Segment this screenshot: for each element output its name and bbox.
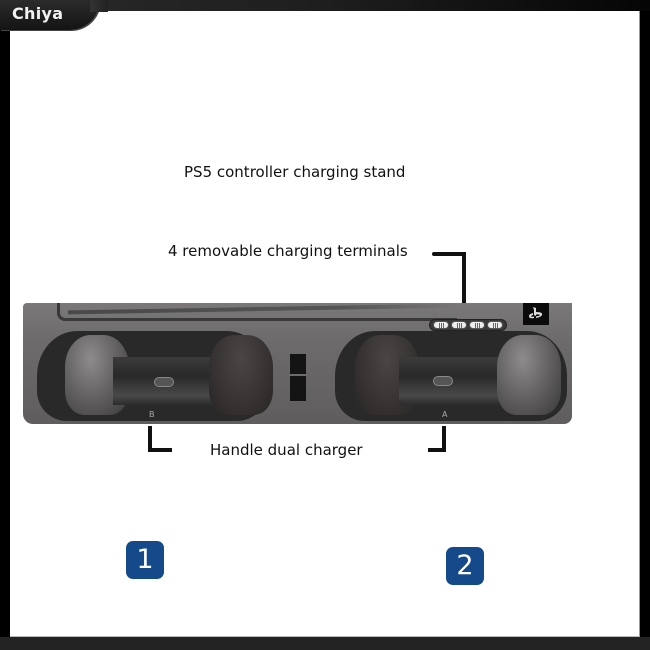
usb-c-port-icon bbox=[154, 377, 174, 387]
dual-callout-bracket-right-v bbox=[442, 426, 446, 452]
charging-dock: B A bbox=[23, 303, 572, 424]
terminals-callout-label: 4 removable charging terminals bbox=[168, 242, 408, 260]
slot-letter: B bbox=[149, 410, 155, 419]
center-divider bbox=[290, 354, 306, 401]
brand-tab bbox=[0, 0, 108, 30]
charging-terminals-strip bbox=[429, 319, 507, 331]
bottom-frame-bar bbox=[0, 637, 650, 650]
step-badge-2: 2 bbox=[446, 547, 484, 585]
dual-callout-bracket-left-v bbox=[148, 426, 152, 452]
product-title: PS5 controller charging stand bbox=[184, 163, 406, 181]
controller-slot-a: A bbox=[335, 331, 567, 421]
top-frame-bar bbox=[0, 0, 650, 11]
charging-terminal bbox=[469, 321, 485, 329]
slot-bridge bbox=[399, 357, 511, 405]
terminals-callout-line-v bbox=[462, 252, 466, 316]
charging-terminal bbox=[433, 321, 449, 329]
charging-terminal bbox=[487, 321, 503, 329]
step-badge-1: 1 bbox=[126, 541, 164, 579]
brand-logo-text: Chiya bbox=[12, 4, 64, 23]
dual-callout-bracket-right-h bbox=[428, 448, 446, 452]
playstation-logo-icon bbox=[523, 303, 549, 325]
terminals-callout-line-h bbox=[432, 252, 466, 256]
dock-top-lip bbox=[57, 303, 457, 321]
dual-charger-callout-label: Handle dual charger bbox=[210, 441, 363, 459]
usb-c-port-icon bbox=[433, 376, 453, 386]
slot-grip-right bbox=[497, 335, 561, 415]
dual-callout-bracket-left-h bbox=[148, 448, 172, 452]
charging-terminal bbox=[451, 321, 467, 329]
slot-letter: A bbox=[442, 410, 448, 419]
slot-grip-right bbox=[209, 335, 273, 415]
controller-slot-b: B bbox=[37, 331, 273, 421]
